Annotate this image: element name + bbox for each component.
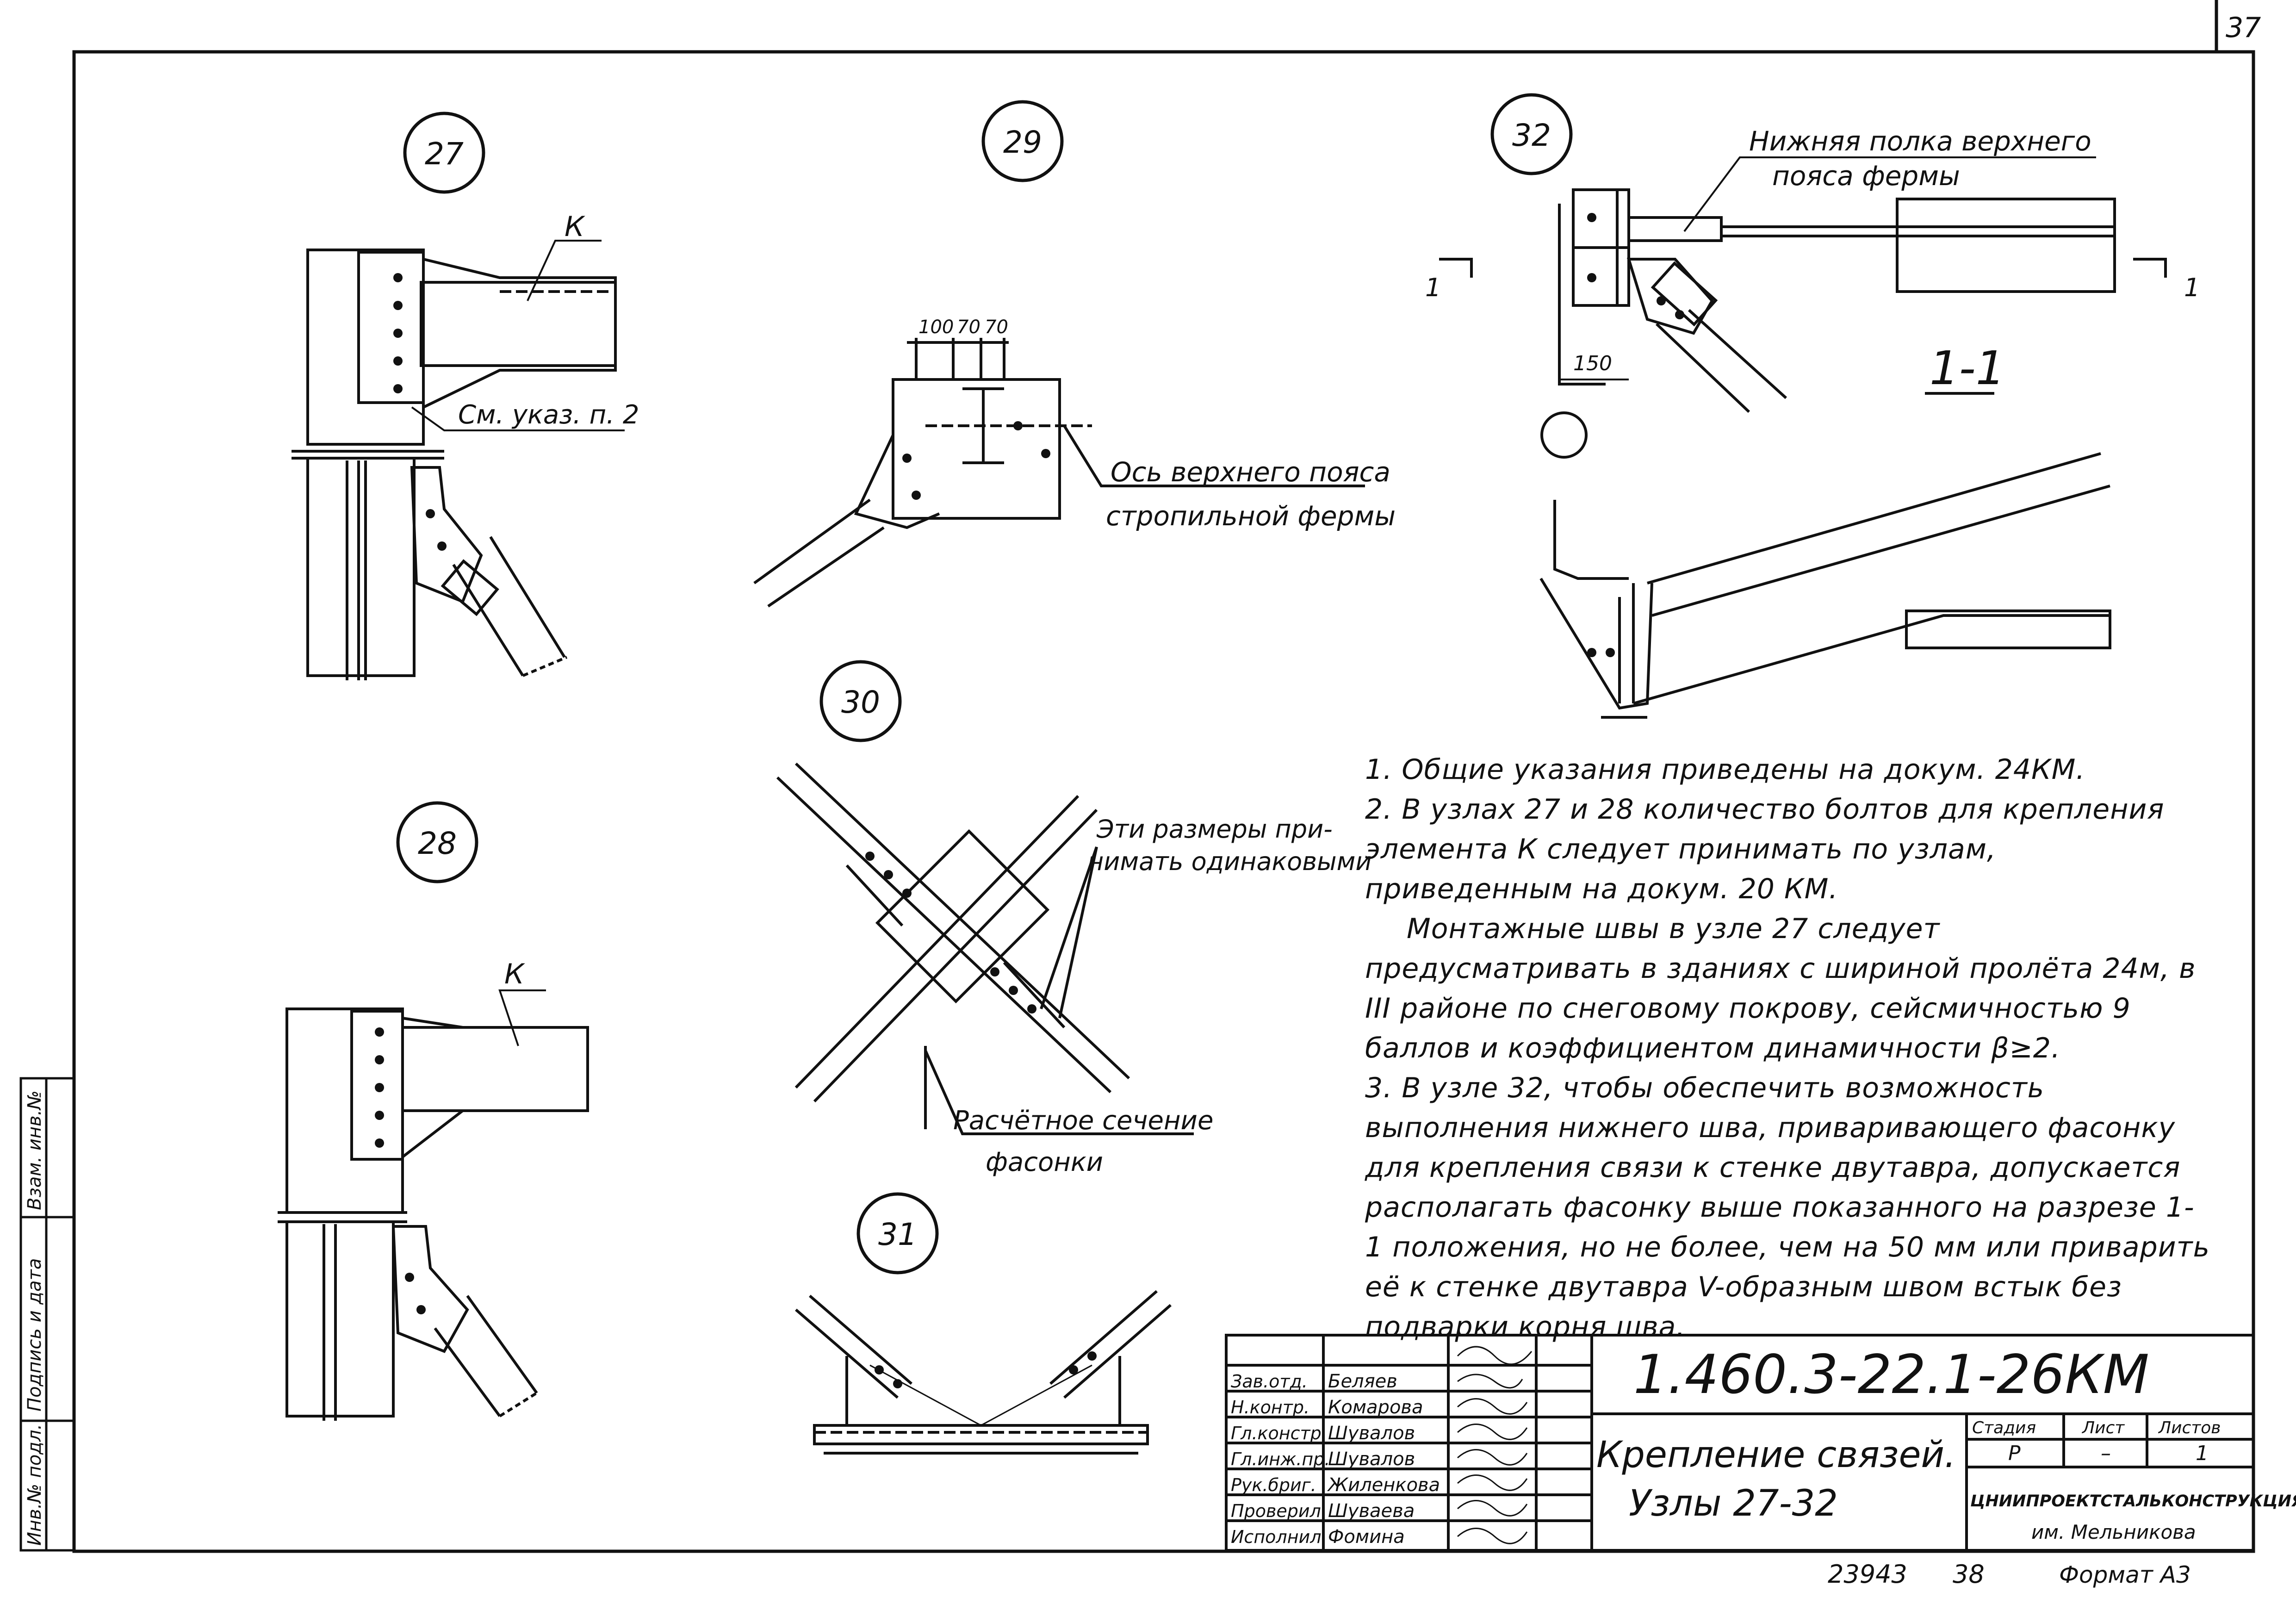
role-1: Н.контр. [1231, 1397, 1309, 1418]
detail-31: 31 [795, 1192, 1172, 1455]
drawing-title-2: Узлы 27-32 [1629, 1483, 1838, 1524]
detail-30-bolts [865, 852, 1036, 1014]
detail-32-bolts [1587, 213, 1684, 657]
label-lower-flange-1: Нижняя полка верхнего [1749, 125, 2091, 157]
section-mark-left: 1 [1425, 273, 1441, 302]
leader-lower-flange [1683, 156, 2096, 232]
signatures [1457, 1346, 1533, 1544]
detail-29-drawing [753, 338, 1365, 608]
leader-k-28 [498, 989, 546, 1046]
side-stamp [19, 1077, 75, 1552]
name-2: Шувалов [1328, 1423, 1415, 1444]
sheet-frame [72, 0, 2255, 1553]
detail-28-number: 28 [418, 826, 457, 861]
note-1: 1. Общие указания приведены на докум. 24… [1365, 753, 2085, 786]
detail-27-circle [403, 112, 485, 194]
role-5: Проверил [1231, 1501, 1321, 1521]
detail-30-number: 30 [841, 684, 880, 720]
detail-31-drawing [795, 1290, 1172, 1455]
detail-30-circle [819, 660, 902, 742]
dim-29-b: 70 [957, 317, 980, 338]
label-same-dims-2: нимать одинаковыми [1087, 847, 1372, 876]
name-4: Жиленкова [1327, 1474, 1440, 1496]
stage-value: Р [2008, 1442, 2021, 1465]
stamp-signature-date: Подпись и дата [24, 1258, 45, 1412]
dim-29-c: 70 [985, 317, 1008, 338]
sheet-header: Лист [2081, 1418, 2125, 1437]
note-2: 2. В узлах 27 и 28 количество болтов для… [1365, 793, 2165, 905]
detail-27-drawing [292, 249, 617, 680]
role-2: Гл.констр. [1231, 1423, 1327, 1443]
section-title: 1-1 [1930, 341, 2005, 395]
role-3: Гл.инж.пр. [1231, 1449, 1330, 1469]
stamp-inv-podl: Инв.№ подл. [24, 1424, 45, 1546]
name-0: Беляев [1328, 1371, 1397, 1392]
label-see-note: См. указ. п. 2 [458, 400, 639, 430]
detail-29-number: 29 [1003, 124, 1042, 160]
drawing-title-1: Крепление связей. [1596, 1434, 1956, 1476]
title-block-frame [1225, 1334, 2255, 1552]
detail-32: 32 Нижняя [1425, 93, 2200, 719]
label-k-27: К [565, 211, 585, 243]
document-code: 1.460.3-22.1-26КМ [1633, 1343, 2149, 1406]
name-5: Шуваева [1328, 1500, 1415, 1522]
sheets-header: Листов [2158, 1418, 2221, 1437]
detail-31-number: 31 [878, 1217, 917, 1252]
label-calc-section-1: Расчётное сечение [953, 1106, 1213, 1136]
label-k-28: К [504, 958, 525, 990]
detail-32-circle [1490, 93, 1573, 175]
footer-number: 23943 [1828, 1560, 1907, 1589]
stage-header: Стадия [1972, 1418, 2036, 1437]
detail-32-number: 32 [1512, 118, 1551, 153]
footer-copy: 38 [1953, 1560, 1985, 1589]
name-3: Шувалов [1328, 1449, 1415, 1470]
note-2-continued: Монтажные швы в узле 27 следует предусма… [1365, 913, 2196, 1064]
organization-name: им. Мельникова [2031, 1521, 2196, 1543]
label-lower-flange-2: пояса фермы [1772, 160, 1960, 192]
section-mark-right: 1 [2184, 273, 2200, 302]
detail-28-circle [396, 801, 478, 883]
stamp-vzam-inv: Взам. инв.№ [24, 1090, 45, 1210]
role-6: Исполнил [1231, 1527, 1322, 1547]
footer-format: Формат А3 [2059, 1561, 2191, 1588]
detail-27-number: 27 [425, 136, 464, 172]
dim-150: 150 [1573, 352, 1612, 375]
name-1: Комарова [1328, 1397, 1423, 1418]
detail-29-bolts [902, 421, 1050, 500]
sheets-value: 1 [2196, 1442, 2209, 1465]
detail-27: 27 К См. указ. п. 2 [292, 112, 639, 680]
detail-30: 30 Эти размеры при- нимать одинаковыми Р… [776, 660, 1372, 1177]
organization: ЦНИИПРОЕКТСТАЛЬКОНСТРУКЦИЯ [1970, 1492, 2296, 1511]
detail-31-bolts [875, 1351, 1097, 1388]
label-axis-top-chord-2: стропильной фермы [1106, 500, 1396, 532]
sheet-value: – [2101, 1442, 2111, 1465]
leader-k-27 [527, 240, 602, 301]
sheet-number: 37 [2226, 12, 2261, 44]
detail-29-circle [981, 100, 1064, 182]
dim-29-a: 100 [918, 317, 954, 338]
label-axis-top-chord: Ось верхнего пояса [1111, 456, 1390, 488]
name-6: Фомина [1328, 1526, 1405, 1548]
detail-31-circle [856, 1192, 939, 1275]
leader-see-note [411, 406, 625, 431]
general-notes: 1. Общие указания приведены на докум. 24… [1365, 750, 2212, 1347]
detail-32-drawing [1439, 188, 2167, 719]
detail-28-bolts [375, 1027, 426, 1314]
role-0: Зав.отд. [1231, 1371, 1308, 1392]
note-3: 3. В узле 32, чтобы обеспечить возможнос… [1365, 1072, 2210, 1343]
detail-28-drawing [278, 1007, 589, 1421]
role-4: Рук.бриг. [1231, 1475, 1316, 1495]
detail-27-bolts [393, 273, 447, 551]
detail-29: 29 100 70 70 Ось верхнего пояса стропиль… [753, 100, 1396, 608]
label-calc-section-2: фасонки [986, 1147, 1103, 1177]
detail-30-drawing [776, 762, 1194, 1135]
detail-28: 28 К [278, 801, 589, 1421]
label-same-dims-1: Эти размеры при- [1096, 815, 1333, 844]
